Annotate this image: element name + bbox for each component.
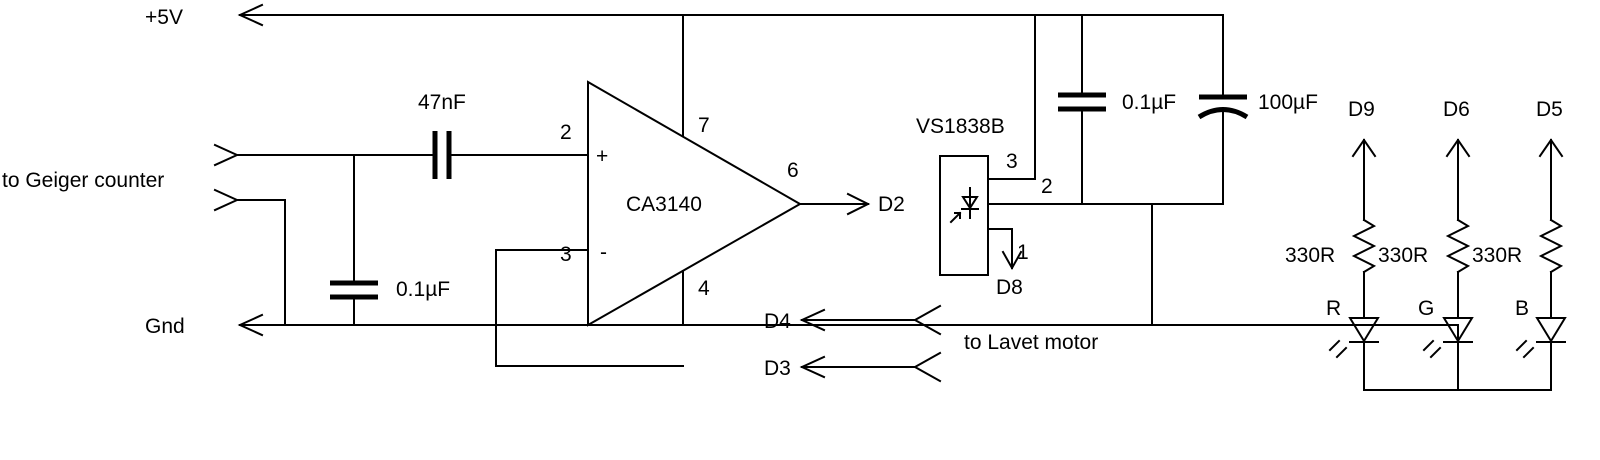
opamp-ca3140 (587, 80, 803, 327)
opamp-minus-sign: - (600, 241, 607, 264)
pin-d5-label: D5 (1536, 98, 1563, 121)
ir-pin1: 1 (1017, 241, 1029, 264)
opamp-wiring (495, 14, 684, 367)
resistor-b-label: 330R (1472, 244, 1522, 267)
bulk-capacitor-label: 100µF (1258, 91, 1318, 114)
ir-receiver-name: VS1838B (916, 115, 1005, 138)
pin-d2-label: D2 (878, 193, 905, 216)
ir-pin3: 3 (1006, 150, 1018, 173)
geiger-label: to Geiger counter (2, 169, 164, 192)
pin-d8-label: D8 (996, 276, 1023, 299)
gnd-rail (237, 313, 1459, 337)
resistor-g-label: 330R (1378, 244, 1428, 267)
opamp-pin4: 4 (698, 277, 710, 300)
led-common-wire (1363, 341, 1552, 391)
led-channel-green (1422, 138, 1474, 359)
decoupling-capacitor-label: 0.1µF (1122, 91, 1176, 114)
coupling-capacitor-label: 47nF (418, 91, 466, 114)
opamp-pin6: 6 (787, 159, 799, 182)
led-b-label: B (1515, 297, 1529, 320)
led-r-label: R (1326, 297, 1341, 320)
led-channel-blue (1515, 138, 1567, 391)
geiger-connector (213, 143, 436, 326)
pin-d9-label: D9 (1348, 98, 1375, 121)
lavet-label: to Lavet motor (964, 331, 1098, 354)
decoupling-capacitor (1058, 14, 1106, 205)
opamp-plus-sign: + (596, 145, 608, 168)
ir-pin2: 2 (1041, 175, 1053, 198)
pin-d4-label: D4 (764, 310, 791, 333)
gnd-label: Gnd (145, 315, 185, 338)
coupling-capacitor (432, 131, 589, 179)
opamp-pin2: 2 (560, 121, 572, 144)
input-capacitor (330, 154, 378, 326)
resistor-r-label: 330R (1285, 244, 1335, 267)
lavet-connector (799, 304, 942, 383)
output-d2-arrow (799, 192, 871, 216)
led-channel-red (1328, 138, 1380, 391)
bulk-capacitor (1197, 14, 1249, 205)
ir-receiver-vs1838b (939, 14, 1224, 276)
opamp-pin7: 7 (698, 114, 710, 137)
opamp-pin3: 3 (560, 243, 572, 266)
pin-d6-label: D6 (1443, 98, 1470, 121)
opamp-name: CA3140 (626, 193, 702, 216)
input-capacitor-label: 0.1µF (396, 278, 450, 301)
vcc-rail (237, 3, 1224, 27)
led-g-label: G (1418, 297, 1434, 320)
pin-d3-label: D3 (764, 357, 791, 380)
vcc-label: +5V (145, 6, 183, 29)
